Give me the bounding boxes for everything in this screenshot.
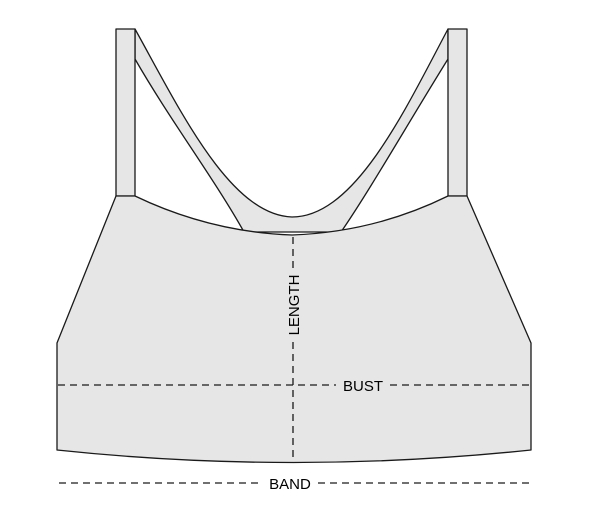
left-back-strap (134, 28, 449, 233)
band-label: BAND (269, 476, 311, 493)
left-shoulder-strap (115, 28, 136, 197)
right-shoulder-strap (447, 28, 468, 197)
bra-body (56, 195, 532, 464)
bust-label: BUST (343, 378, 383, 395)
length-label: LENGTH (286, 275, 303, 336)
